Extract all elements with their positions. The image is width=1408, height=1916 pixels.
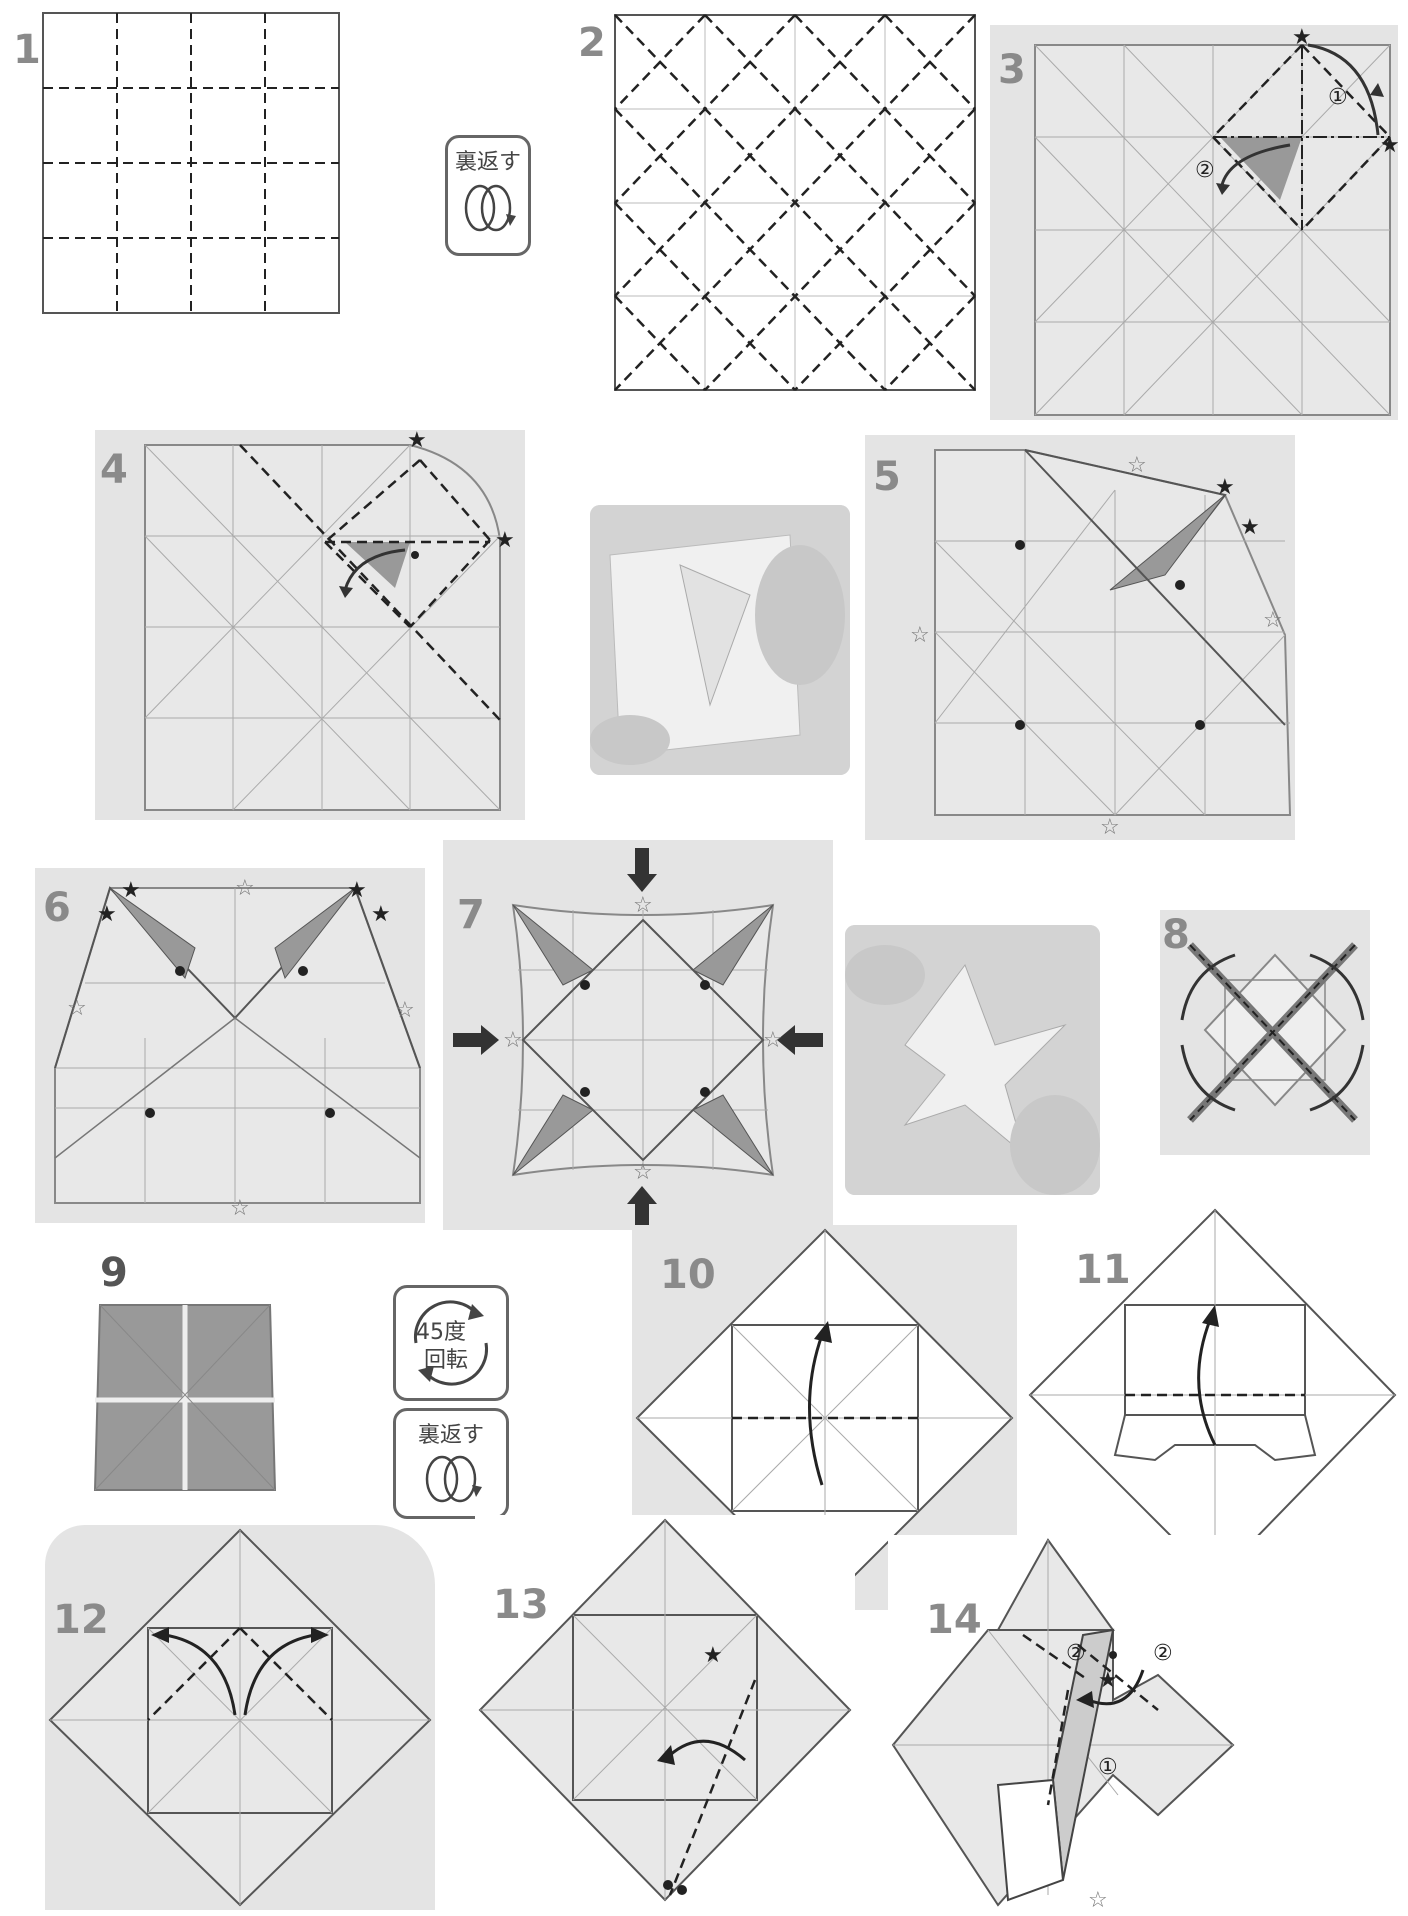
star-marker: ★	[371, 904, 391, 926]
flip-over-icon	[448, 178, 528, 248]
star-marker: ★	[121, 880, 141, 902]
star-marker: ★	[1380, 135, 1398, 157]
flip-over-badge: 裏返す	[445, 135, 531, 256]
star-outline-marker: ☆	[910, 625, 930, 647]
step-5-panel: 5 ☆ ★ ★ ☆ ☆ ☆	[865, 435, 1295, 840]
step-12-diagram	[45, 1525, 435, 1910]
star-marker: ★	[1240, 517, 1260, 539]
star-marker: ★	[347, 880, 367, 902]
star-marker: ★	[495, 530, 515, 552]
step-12-panel: 12	[45, 1525, 435, 1910]
step-14-panel: 14 ② ② ① ★ ☆	[888, 1535, 1268, 1915]
step-9-diagram	[80, 1245, 280, 1510]
star-outline-marker: ☆	[395, 1000, 415, 1022]
star-outline-marker: ☆	[235, 878, 255, 900]
star-outline-marker: ☆	[67, 998, 87, 1020]
fold-order-2: ②	[1195, 160, 1215, 182]
hands-folding-photo	[845, 925, 1100, 1195]
flip-label: 裏返す	[396, 1417, 506, 1449]
step-6-diagram	[35, 868, 425, 1223]
star-outline-marker: ☆	[1127, 455, 1147, 477]
step-13-diagram	[475, 1515, 855, 1910]
star-outline-marker: ☆	[633, 895, 653, 917]
star-marker: ★	[97, 904, 117, 926]
step-14-diagram	[888, 1535, 1268, 1915]
hands-folding-photo	[590, 505, 850, 775]
fold-order-2: ②	[1066, 1643, 1086, 1665]
step-11-panel: 11	[1025, 1205, 1400, 1590]
rotate-action: 回転	[424, 1342, 468, 1374]
step-6-panel: 6 ★ ★ ☆ ★ ★ ☆ ☆ ☆	[35, 868, 425, 1223]
flip-label: 裏返す	[448, 144, 528, 176]
rotate-45-badge: 45度 回転	[393, 1285, 509, 1401]
flip-over-badge: 裏返す	[393, 1408, 509, 1519]
star-marker: ★	[1098, 1670, 1118, 1692]
fold-order-2: ②	[1153, 1643, 1173, 1665]
fold-order-1: ①	[1098, 1757, 1118, 1779]
step-3-panel: 3 ① ② ★ ★	[990, 25, 1398, 420]
star-outline-marker: ☆	[633, 1162, 653, 1184]
step-13-panel: 13 ★	[475, 1515, 855, 1910]
star-outline-marker: ☆	[763, 1030, 783, 1052]
star-outline-marker: ☆	[503, 1030, 523, 1052]
star-marker: ★	[703, 1645, 723, 1667]
star-outline-marker: ☆	[1088, 1890, 1108, 1912]
star-marker: ★	[1215, 477, 1235, 499]
star-outline-marker: ☆	[230, 1198, 250, 1220]
photo-illustration	[845, 925, 1100, 1195]
step-8-diagram	[1160, 910, 1370, 1155]
star-marker: ★	[407, 430, 427, 452]
star-outline-marker: ☆	[1100, 817, 1120, 839]
step-7-panel: 7 ☆ ☆ ☆ ☆	[443, 840, 833, 1230]
step-11-diagram	[1025, 1205, 1400, 1590]
fold-order-1: ①	[1328, 87, 1348, 109]
step-9-panel: 9	[80, 1245, 280, 1510]
step-4-panel: 4 ★ ★	[95, 430, 525, 820]
step-1-diagram	[5, 5, 345, 317]
flip-over-icon	[396, 1449, 506, 1514]
step-2-panel: 2	[570, 5, 980, 400]
step-1-panel: 1	[5, 5, 345, 317]
star-marker: ★	[1292, 27, 1312, 49]
photo-illustration	[590, 505, 850, 775]
star-outline-marker: ☆	[1263, 610, 1283, 632]
step-8-panel: 8	[1160, 910, 1370, 1155]
step-2-diagram	[570, 5, 980, 400]
step-4-diagram	[95, 430, 525, 820]
